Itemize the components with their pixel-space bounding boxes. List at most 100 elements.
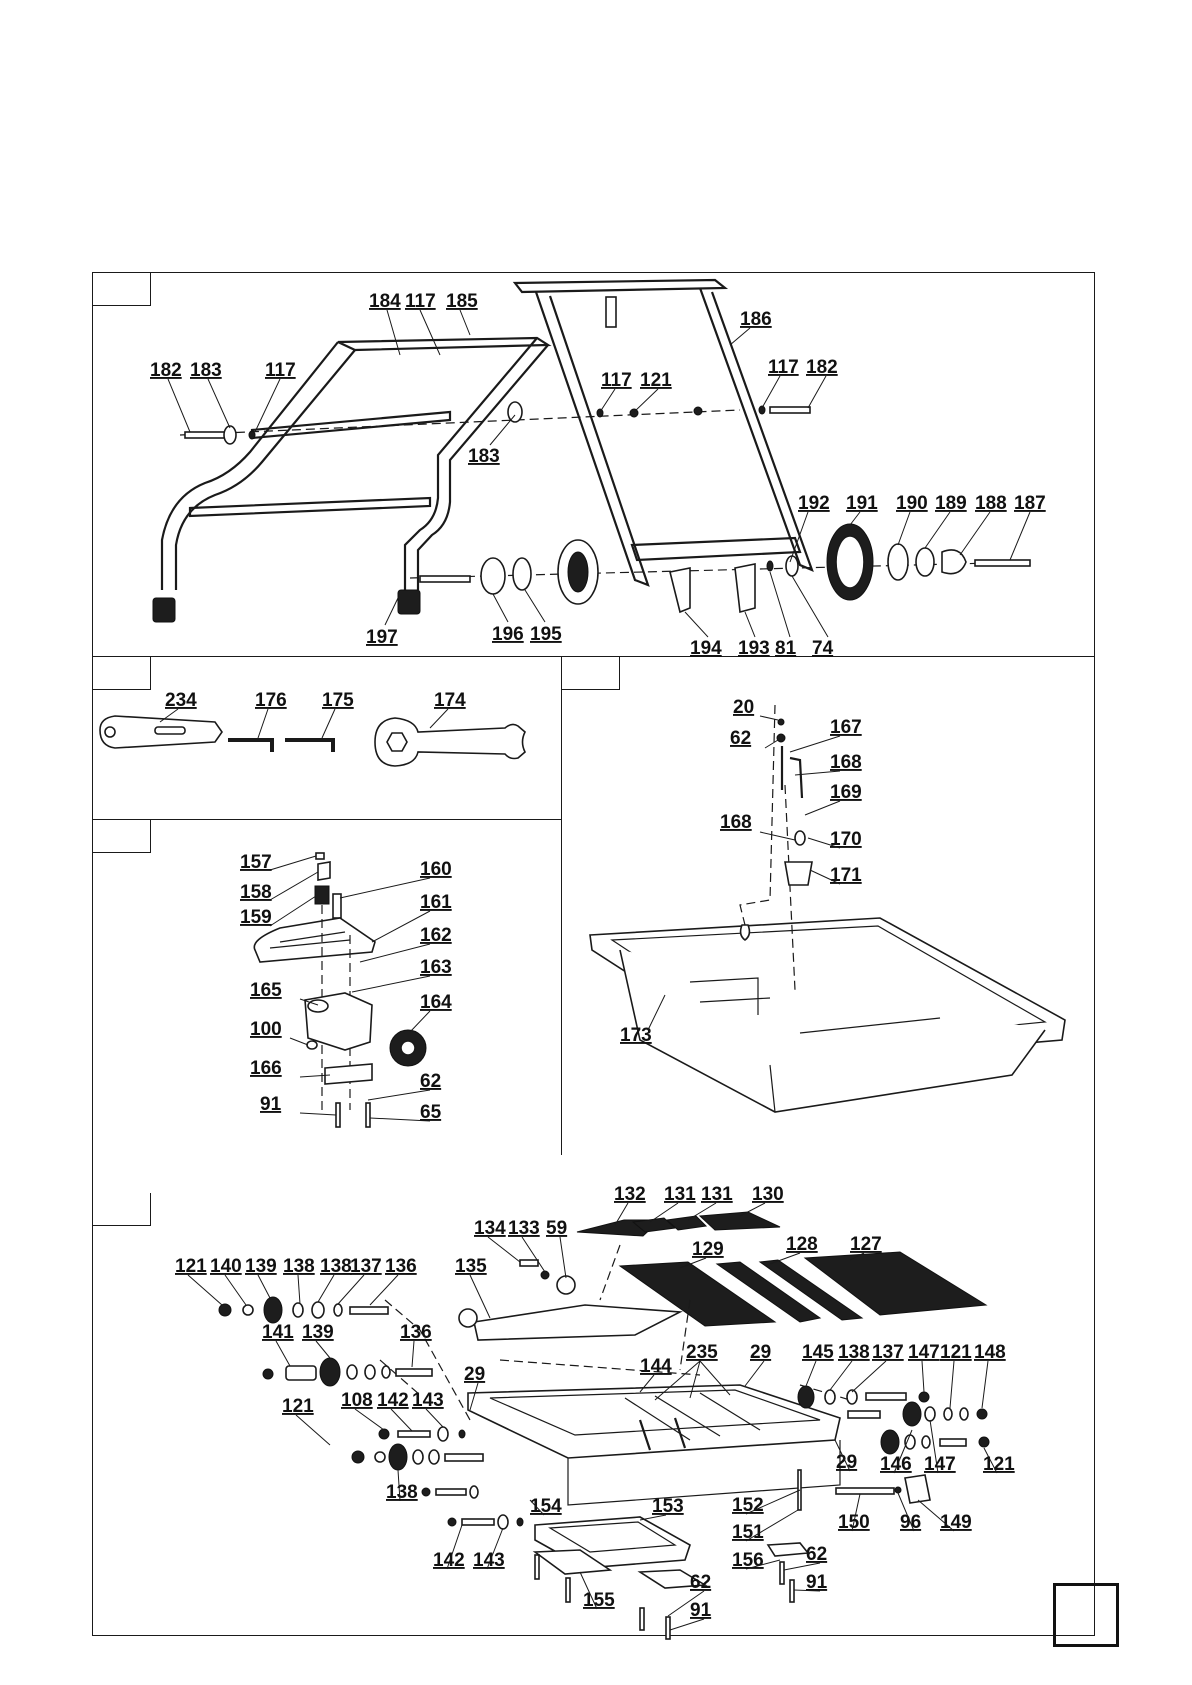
- guide-callouts: 157 158 160 159 161 162 163 165 164 100 …: [240, 852, 452, 1123]
- callout: 149: [940, 1512, 972, 1533]
- callout: 174: [434, 690, 466, 711]
- callout: 62: [690, 1572, 711, 1593]
- callout: 156: [732, 1550, 764, 1571]
- callout: 136: [385, 1256, 417, 1277]
- callout: 143: [412, 1390, 444, 1411]
- bolt-186: [605, 296, 617, 328]
- callout: 145: [802, 1342, 834, 1363]
- callout: 138: [320, 1256, 352, 1277]
- callout: 29: [750, 1342, 771, 1363]
- water-tray-drawing: [589, 704, 1066, 1113]
- callout: 121: [175, 1256, 207, 1277]
- callout: 59: [546, 1218, 567, 1239]
- panel-tab: [93, 820, 151, 853]
- callout: 197: [366, 627, 398, 648]
- plug-171: [784, 861, 813, 886]
- callout: 139: [302, 1322, 334, 1343]
- callout: 163: [420, 957, 452, 978]
- callout: 171: [830, 865, 862, 886]
- callout: 142: [433, 1550, 465, 1571]
- hex-key-175: [285, 738, 335, 752]
- callout: 188: [975, 493, 1007, 514]
- callout: 184: [369, 291, 401, 312]
- strip-128: [715, 1261, 822, 1323]
- bolt-182-right: [769, 406, 811, 414]
- panel-tab: [93, 657, 151, 690]
- holder-135: [473, 1304, 683, 1341]
- callout: 135: [455, 1256, 487, 1277]
- stand-callouts: 182 183 117 184 117 185 186 117 121 117 …: [150, 291, 1046, 659]
- callout: 167: [830, 717, 862, 738]
- callout: 194: [690, 638, 722, 659]
- callout: 142: [377, 1390, 409, 1411]
- callout: 168: [720, 812, 752, 833]
- callout: 130: [752, 1184, 784, 1205]
- callout: 144: [640, 1356, 672, 1377]
- foot-cap-left: [152, 597, 176, 623]
- plate-155: [532, 1549, 613, 1575]
- callout: 121: [282, 1396, 314, 1417]
- callout: 183: [468, 446, 500, 467]
- callout: 164: [420, 992, 452, 1013]
- carriage-table: [467, 1384, 841, 1459]
- panel-sliding-table-upper-extension: [561, 1155, 1095, 1195]
- callout: 161: [420, 892, 452, 913]
- callout: 29: [464, 1364, 485, 1385]
- wrench-174: [374, 717, 526, 767]
- callout: 62: [730, 728, 751, 749]
- callout: 132: [614, 1184, 646, 1205]
- strip-130: [698, 1211, 781, 1231]
- clamp-166: [324, 1063, 373, 1085]
- callout: 173: [620, 1025, 652, 1046]
- callout: 155: [583, 1590, 615, 1611]
- callout: 121: [640, 370, 672, 391]
- bushing-141: [285, 1365, 317, 1381]
- callout: 141: [262, 1322, 294, 1343]
- hex-key-176: [228, 738, 274, 752]
- washer-183-left: [223, 425, 237, 445]
- panel-tab: [93, 273, 151, 306]
- callout: 129: [692, 1239, 724, 1260]
- callout: 192: [798, 493, 830, 514]
- callout: 137: [872, 1342, 904, 1363]
- callout: 20: [733, 697, 754, 718]
- callout: 140: [210, 1256, 242, 1277]
- tools-drawing: [99, 715, 526, 767]
- callout: 138: [283, 1256, 315, 1277]
- callout: 186: [740, 309, 772, 330]
- callout: 131: [664, 1184, 696, 1205]
- callout: 235: [686, 1342, 718, 1363]
- callout: 191: [846, 493, 878, 514]
- callout: 170: [830, 829, 862, 850]
- callout: 121: [940, 1342, 972, 1363]
- callout: 138: [386, 1482, 418, 1503]
- panel-tab: [93, 1193, 151, 1226]
- axle-bolt-187: [974, 559, 1031, 567]
- callout: 182: [150, 360, 182, 381]
- callout: 152: [732, 1495, 764, 1516]
- callout: 108: [341, 1390, 373, 1411]
- callout: 160: [420, 859, 452, 880]
- callout: 159: [240, 907, 272, 928]
- callout: 138: [838, 1342, 870, 1363]
- callout: 175: [322, 690, 354, 711]
- callout: 185: [446, 291, 478, 312]
- callout: 165: [250, 980, 282, 1001]
- callout: 134: [474, 1218, 506, 1239]
- callout: 143: [473, 1550, 505, 1571]
- callout: 196: [492, 624, 524, 645]
- callout: 128: [786, 1234, 818, 1255]
- callout: 157: [240, 852, 272, 873]
- callout: 148: [974, 1342, 1006, 1363]
- callout: 121: [983, 1454, 1015, 1475]
- callout: 91: [690, 1600, 712, 1621]
- callout: 168: [830, 752, 862, 773]
- spring-159: [314, 885, 330, 905]
- callout: 81: [775, 638, 797, 659]
- callout: 62: [420, 1071, 441, 1092]
- mat-127: [803, 1251, 988, 1316]
- callout: 158: [240, 882, 272, 903]
- guide-drawing: [253, 852, 427, 1128]
- callout: 29: [836, 1452, 857, 1473]
- bracket: [669, 567, 691, 614]
